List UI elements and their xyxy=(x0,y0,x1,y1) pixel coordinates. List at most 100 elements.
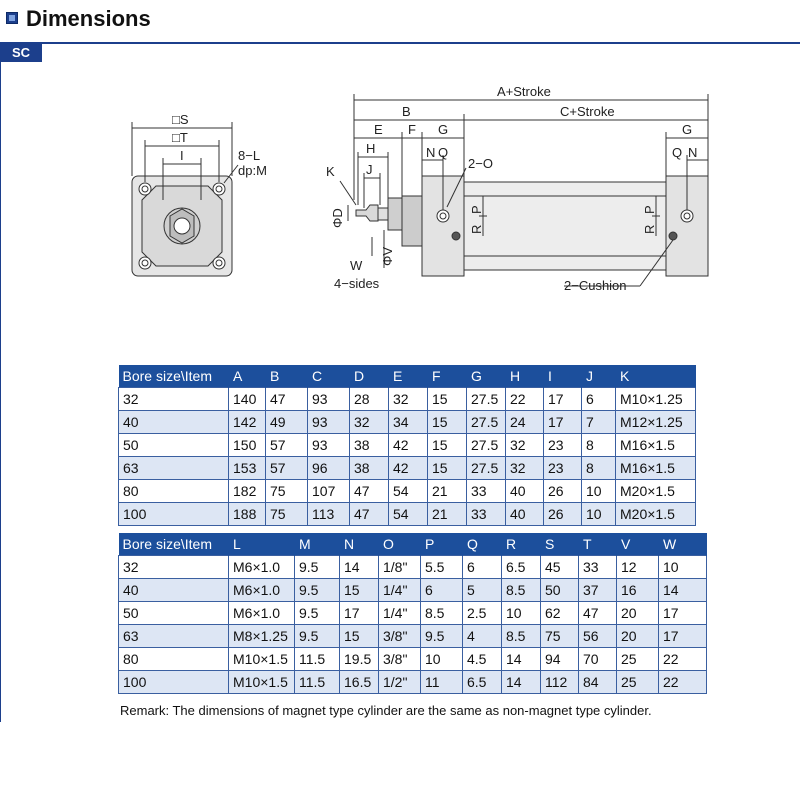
dim-label-m: dp:M xyxy=(238,163,267,178)
table-cell: M10×1.25 xyxy=(615,387,696,411)
table-cell: 54 xyxy=(388,502,428,526)
table-cell: 100 xyxy=(118,670,229,694)
table-cell: 4.5 xyxy=(462,647,502,671)
table-cell: 112 xyxy=(540,670,579,694)
column-header: R xyxy=(501,533,541,556)
table-cell: 21 xyxy=(427,479,467,503)
dim-label-e: E xyxy=(374,122,383,137)
table-cell: 27.5 xyxy=(466,456,506,480)
table-cell: 9.5 xyxy=(294,555,340,579)
title-rule xyxy=(0,42,800,44)
dim-label-w: W xyxy=(350,258,363,273)
table-cell: 40 xyxy=(505,502,544,526)
dim-label-j: J xyxy=(366,162,373,177)
table-cell: 3/8" xyxy=(378,647,421,671)
table-cell: 14 xyxy=(658,578,707,602)
table-cell: 34 xyxy=(388,410,428,434)
table-cell: 75 xyxy=(265,479,308,503)
dim-label-r-left: R xyxy=(469,225,484,234)
table-cell: 17 xyxy=(658,624,707,648)
table-cell: 56 xyxy=(578,624,617,648)
table-cell: 93 xyxy=(307,433,350,457)
table-cell: 153 xyxy=(228,456,266,480)
table-cell: 15 xyxy=(427,410,467,434)
table-cell: 40 xyxy=(118,578,229,602)
dim-label-t: □T xyxy=(172,130,188,145)
table-cell: 40 xyxy=(118,410,229,434)
table-cell: 1/4" xyxy=(378,601,421,625)
table-cell: 47 xyxy=(265,387,308,411)
table-cell: 21 xyxy=(427,502,467,526)
table-cell: 50 xyxy=(118,433,229,457)
table-cell: 14 xyxy=(501,670,541,694)
table-cell: 15 xyxy=(339,624,379,648)
dim-label-g-right: G xyxy=(682,122,692,137)
table-cell: 54 xyxy=(388,479,428,503)
dim-label-c: C+Stroke xyxy=(560,104,615,119)
table-cell: 32 xyxy=(388,387,428,411)
dim-label-d: ΦD xyxy=(330,208,345,228)
table-cell: 25 xyxy=(616,647,659,671)
dim-label-sides: 4−sides xyxy=(334,276,380,291)
table-cell: 15 xyxy=(427,387,467,411)
table-cell: 32 xyxy=(505,433,544,457)
table-cell: 8.5 xyxy=(501,578,541,602)
table-cell: M20×1.5 xyxy=(615,479,696,503)
table-cell: 93 xyxy=(307,387,350,411)
table-cell: 32 xyxy=(118,387,229,411)
table-cell: 14 xyxy=(501,647,541,671)
table-cell: 47 xyxy=(578,601,617,625)
dim-label-b: B xyxy=(402,104,411,119)
table-cell: 42 xyxy=(388,456,428,480)
dim-label-o: 2−O xyxy=(468,156,493,171)
table-cell: 182 xyxy=(228,479,266,503)
table-cell: 113 xyxy=(307,502,350,526)
column-header: M xyxy=(294,533,340,556)
column-header: E xyxy=(388,365,428,388)
column-header: Bore size\Item xyxy=(118,365,229,388)
column-header: B xyxy=(265,365,308,388)
table-cell: M16×1.5 xyxy=(615,456,696,480)
table-cell: 12 xyxy=(616,555,659,579)
column-header: F xyxy=(427,365,467,388)
table-cell: 1/8" xyxy=(378,555,421,579)
table-cell: 22 xyxy=(505,387,544,411)
column-header: T xyxy=(578,533,617,556)
table-cell: 94 xyxy=(540,647,579,671)
table-cell: 24 xyxy=(505,410,544,434)
page-title: Dimensions xyxy=(26,6,151,31)
table-cell: 107 xyxy=(307,479,350,503)
dim-label-q-left: Q xyxy=(438,145,448,160)
table-cell: 8 xyxy=(581,456,616,480)
table-cell: 6 xyxy=(581,387,616,411)
table-cell: 33 xyxy=(466,502,506,526)
table-cell: 11.5 xyxy=(294,670,340,694)
table-cell: 140 xyxy=(228,387,266,411)
table-cell: 19.5 xyxy=(339,647,379,671)
table-cell: 17 xyxy=(543,387,582,411)
table-cell: 27.5 xyxy=(466,433,506,457)
table-cell: 32 xyxy=(349,410,389,434)
table-cell: 4 xyxy=(462,624,502,648)
column-header: C xyxy=(307,365,350,388)
cylinder-drawing: □S □T I 8−L dp:M A+Stroke B C+Stroke E F… xyxy=(131,84,709,293)
table-cell: 9.5 xyxy=(294,624,340,648)
table-cell: 27.5 xyxy=(466,387,506,411)
table-cell: 70 xyxy=(578,647,617,671)
table-cell: M6×1.0 xyxy=(228,555,295,579)
column-header: Q xyxy=(462,533,502,556)
dim-label-p-left: P xyxy=(469,205,484,214)
table-cell: 16 xyxy=(616,578,659,602)
table-cell: 1/2" xyxy=(378,670,421,694)
column-header: H xyxy=(505,365,544,388)
